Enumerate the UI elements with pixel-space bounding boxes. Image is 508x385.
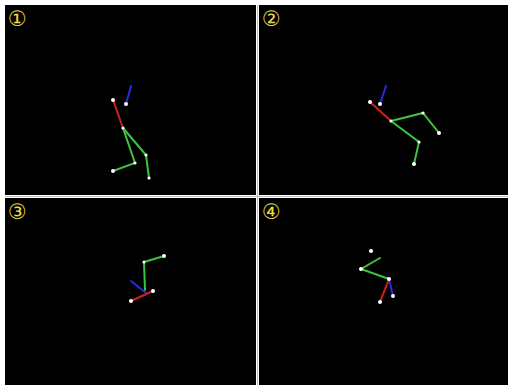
skeleton-pose bbox=[113, 86, 439, 302]
panel-number: ① bbox=[8, 7, 27, 31]
panel-number: ③ bbox=[8, 200, 27, 224]
panel-number: ② bbox=[262, 7, 281, 31]
panel-number: ④ bbox=[262, 200, 281, 224]
joint-dots bbox=[111, 98, 441, 304]
panel-background bbox=[259, 5, 508, 195]
panel-background bbox=[5, 5, 256, 195]
panel-background bbox=[259, 198, 508, 385]
panel-background bbox=[5, 198, 256, 385]
